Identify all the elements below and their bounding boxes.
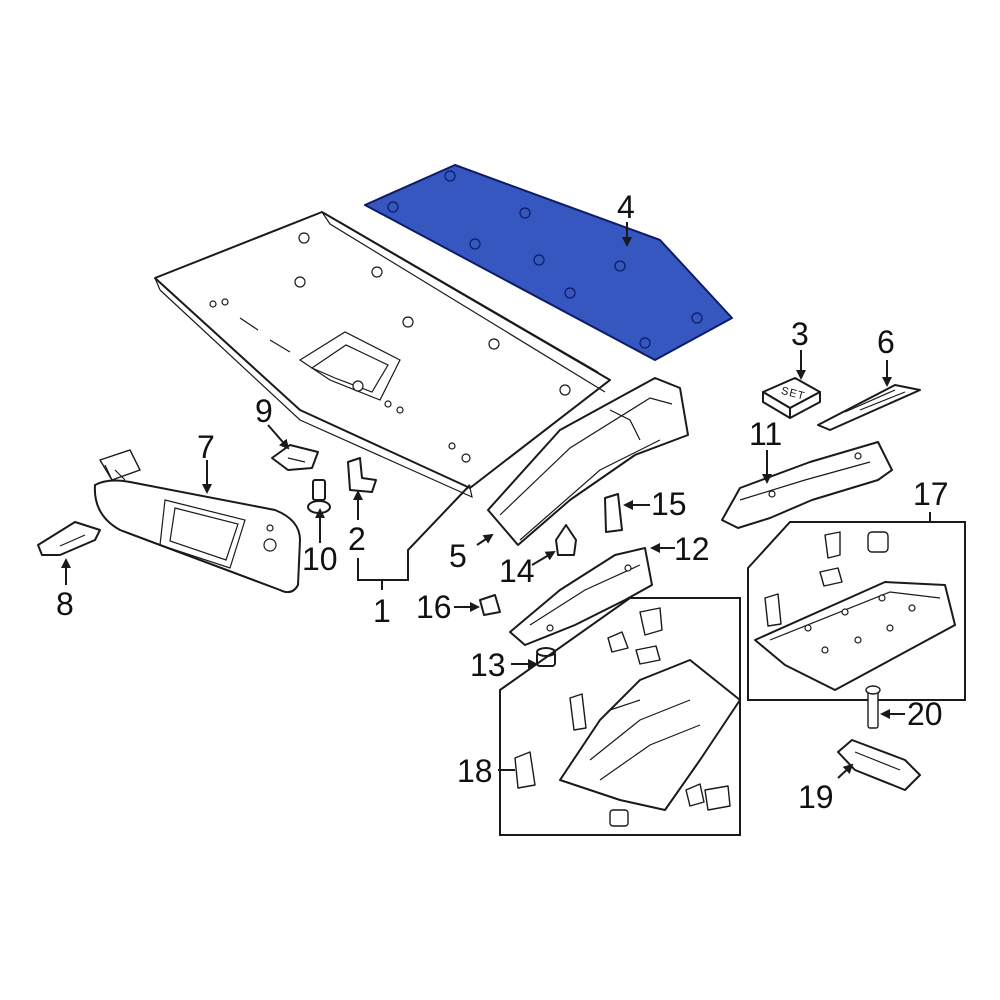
callout-10: 10: [302, 541, 338, 577]
callout-17: 17: [913, 476, 949, 512]
clip-9: [271, 444, 319, 471]
callout-1: 1: [373, 593, 391, 629]
pin-15: [604, 493, 623, 533]
pillar-trim-5: [487, 377, 689, 546]
visor-hook-8: [37, 521, 101, 556]
pin-20: [865, 685, 881, 729]
kit-box-17: [747, 521, 966, 701]
highlighted-rear-panel: [364, 164, 733, 361]
kit-box-18: [499, 597, 741, 836]
lower-trim-12: [509, 547, 653, 646]
callout-11: 11: [749, 416, 782, 452]
callout-19: 19: [798, 779, 834, 815]
part-3-set: SET: [762, 377, 821, 419]
callout-9: 9: [255, 393, 273, 429]
callout-labels: 1 2 3 4 5 6 7 8 9 10 11 12 13 14 15 16 1…: [56, 189, 949, 815]
callout-5: 5: [449, 538, 467, 574]
callout-12: 12: [674, 531, 710, 567]
callout-3: 3: [791, 316, 809, 352]
headliner-part: [154, 211, 611, 499]
callout-2: 2: [348, 521, 366, 557]
callout-18: 18: [457, 753, 493, 789]
rail-trim-11: [721, 441, 893, 529]
bracket-2: [347, 457, 377, 493]
callout-6: 6: [877, 324, 895, 360]
callout-15: 15: [651, 486, 687, 522]
sun-visor-7: [93, 449, 301, 594]
callout-16: 16: [416, 589, 452, 625]
bracket-19: [837, 739, 921, 791]
callout-7: 7: [197, 429, 215, 465]
screw-10: [307, 479, 331, 514]
callout-20: 20: [907, 696, 943, 732]
callout-8: 8: [56, 586, 74, 622]
callout-14: 14: [499, 553, 535, 589]
retainer-14: [555, 524, 577, 556]
callout-4: 4: [617, 189, 635, 225]
panel-4-shape: [364, 164, 733, 361]
leader-lines: [61, 222, 931, 779]
clip-16: [479, 594, 501, 616]
trim-strip-6: [817, 384, 921, 431]
callout-13: 13: [470, 647, 506, 683]
